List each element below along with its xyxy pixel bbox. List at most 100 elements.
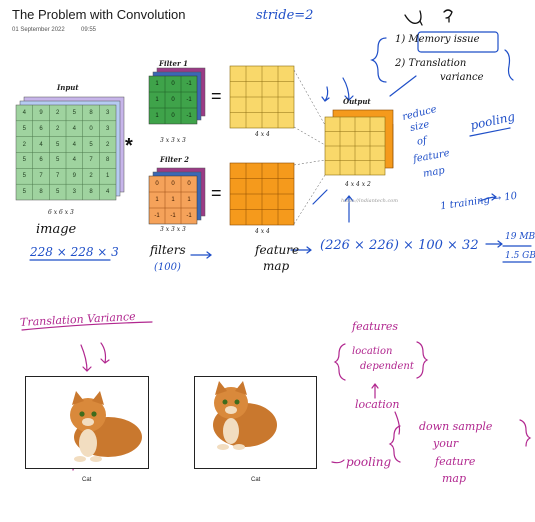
cat-image-left xyxy=(70,391,142,462)
note-down-sample-4: map xyxy=(442,472,467,485)
filter2-label: Filter 2 xyxy=(160,155,189,164)
grid-cell-value: -1 xyxy=(186,213,192,219)
note-translation: 2) Translation xyxy=(395,58,467,69)
grid-cell-value: 2 xyxy=(105,141,110,148)
page-time: 09:55 xyxy=(81,27,97,33)
note-pooling-bottom: pooling xyxy=(346,455,392,469)
page-date: 01 September 2022 xyxy=(12,27,65,33)
grid-cell-value: -1 xyxy=(186,97,192,103)
filter1-size-label: 3 x 3 x 3 xyxy=(160,137,186,144)
note-feature-map-word2: map xyxy=(263,259,290,273)
convolution-symbol: * xyxy=(125,135,133,157)
grid-cell-value: 8 xyxy=(89,109,93,116)
grid-cell-value: 4 xyxy=(72,141,76,148)
grid-cell-value: 0 xyxy=(171,181,175,187)
watermark-text: https://indiantech.com xyxy=(341,198,399,204)
connector-lines xyxy=(293,69,326,225)
grid-cell-value: 1 xyxy=(155,197,159,203)
grid-cell-value: -1 xyxy=(154,213,160,219)
grid-cell-value: 9 xyxy=(39,109,43,116)
grid-cell-value: 2 xyxy=(55,109,60,116)
grid-cell-value: 5 xyxy=(55,141,60,148)
note-location: location xyxy=(355,398,400,411)
filter1-volume xyxy=(148,67,206,125)
cat-caption-left: Cat xyxy=(82,477,92,483)
note-image: image xyxy=(36,222,77,237)
grid-cell-value: -1 xyxy=(186,81,192,87)
note-variance: variance xyxy=(440,72,484,83)
filter2-size-label: 3 x 3 x 3 xyxy=(160,226,186,233)
output-label: Output xyxy=(343,97,371,106)
grid-cell-value: 1 xyxy=(155,113,159,119)
grid-cell-value: 8 xyxy=(39,189,43,196)
grid-cell-value: 8 xyxy=(89,189,93,196)
grid-cell-value: 0 xyxy=(187,181,191,187)
filter1-label: Filter 1 xyxy=(159,59,188,68)
grid-cell-value: 5 xyxy=(22,189,26,196)
grid-cell-value: 5 xyxy=(22,125,26,132)
grid-cell-value: 1 xyxy=(155,97,159,103)
grid-cell-value: 0 xyxy=(155,181,159,187)
grid-cell-value: 0 xyxy=(171,97,175,103)
filter2-volume xyxy=(148,167,206,225)
input-label: Input xyxy=(57,83,79,92)
grid-cell-value: 3 xyxy=(72,189,76,196)
output-volume xyxy=(324,109,394,176)
grid-cell-value: 4 xyxy=(105,189,110,196)
note-features: features xyxy=(352,320,399,333)
feature-map-1-size: 4 x 4 xyxy=(255,131,270,138)
grid-cell-value: 1 xyxy=(155,81,159,87)
grid-cell-value: 4 xyxy=(72,157,76,164)
grid-cell-value: 4 xyxy=(39,141,43,148)
grid-cell-value: 2 xyxy=(55,125,60,132)
note-down-sample-3: feature xyxy=(435,455,476,468)
note-location-dependent-2: dependent xyxy=(360,361,414,372)
cat-image-right xyxy=(213,381,277,450)
grid-cell-value: 1 xyxy=(171,197,175,203)
grid-cell-value: 5 xyxy=(55,157,60,164)
blue-annotations xyxy=(29,31,532,263)
note-memory-issue: 1) Memory issue xyxy=(395,34,480,45)
grid-cell-value: 6 xyxy=(39,125,43,132)
note-filters: filters xyxy=(150,243,186,257)
equals-sign-2: = xyxy=(211,183,222,203)
grid-cell-value: 6 xyxy=(39,157,43,164)
note-stride: stride=2 xyxy=(256,8,314,23)
note-location-dependent-1: location xyxy=(352,346,393,357)
note-result-19mb: 19 MB xyxy=(505,232,535,242)
grid-cell-value: 1 xyxy=(105,173,110,180)
grid-cell-value: 8 xyxy=(105,157,110,164)
grid-cell-value: 3 xyxy=(105,125,110,132)
grid-cell-value: 7 xyxy=(89,157,93,164)
grid-cell-value: 0 xyxy=(89,125,93,132)
grid-cell-value: 4 xyxy=(72,125,76,132)
grid-cell-value: 7 xyxy=(39,173,43,180)
feature-map-2-size: 4 x 4 xyxy=(255,228,270,235)
cat-caption-right: Cat xyxy=(251,477,261,483)
grid-cell-value: 4 xyxy=(22,109,26,116)
grid-cell-value: 5 xyxy=(89,141,93,148)
cat-image-right-frame xyxy=(194,376,317,469)
grid-cell-value: 5 xyxy=(22,173,26,180)
cat-image-left-frame xyxy=(25,376,149,469)
grid-cell-value: -1 xyxy=(186,113,192,119)
grid-cell-value: 5 xyxy=(72,109,76,116)
note-feature-map-word1: feature xyxy=(255,243,300,257)
grid-cell-value: 5 xyxy=(22,157,26,164)
input-volume xyxy=(15,96,125,201)
equals-sign-1: = xyxy=(211,86,222,106)
black-annotations xyxy=(404,9,453,26)
note-image-dims: 228 × 228 × 3 xyxy=(30,245,119,259)
note-formula: (226 × 226) × 100 × 32 xyxy=(320,238,479,253)
input-size-label: 6 x 6 x 3 xyxy=(48,209,74,216)
note-result-1-5gb: 1.5 GB xyxy=(505,251,535,261)
grid-cell-value: 3 xyxy=(105,109,110,116)
grid-cell-value: 2 xyxy=(22,141,26,148)
grid-cell-value: 7 xyxy=(55,173,60,180)
note-of: of xyxy=(416,135,428,148)
grid-cell-value: 0 xyxy=(171,113,175,119)
